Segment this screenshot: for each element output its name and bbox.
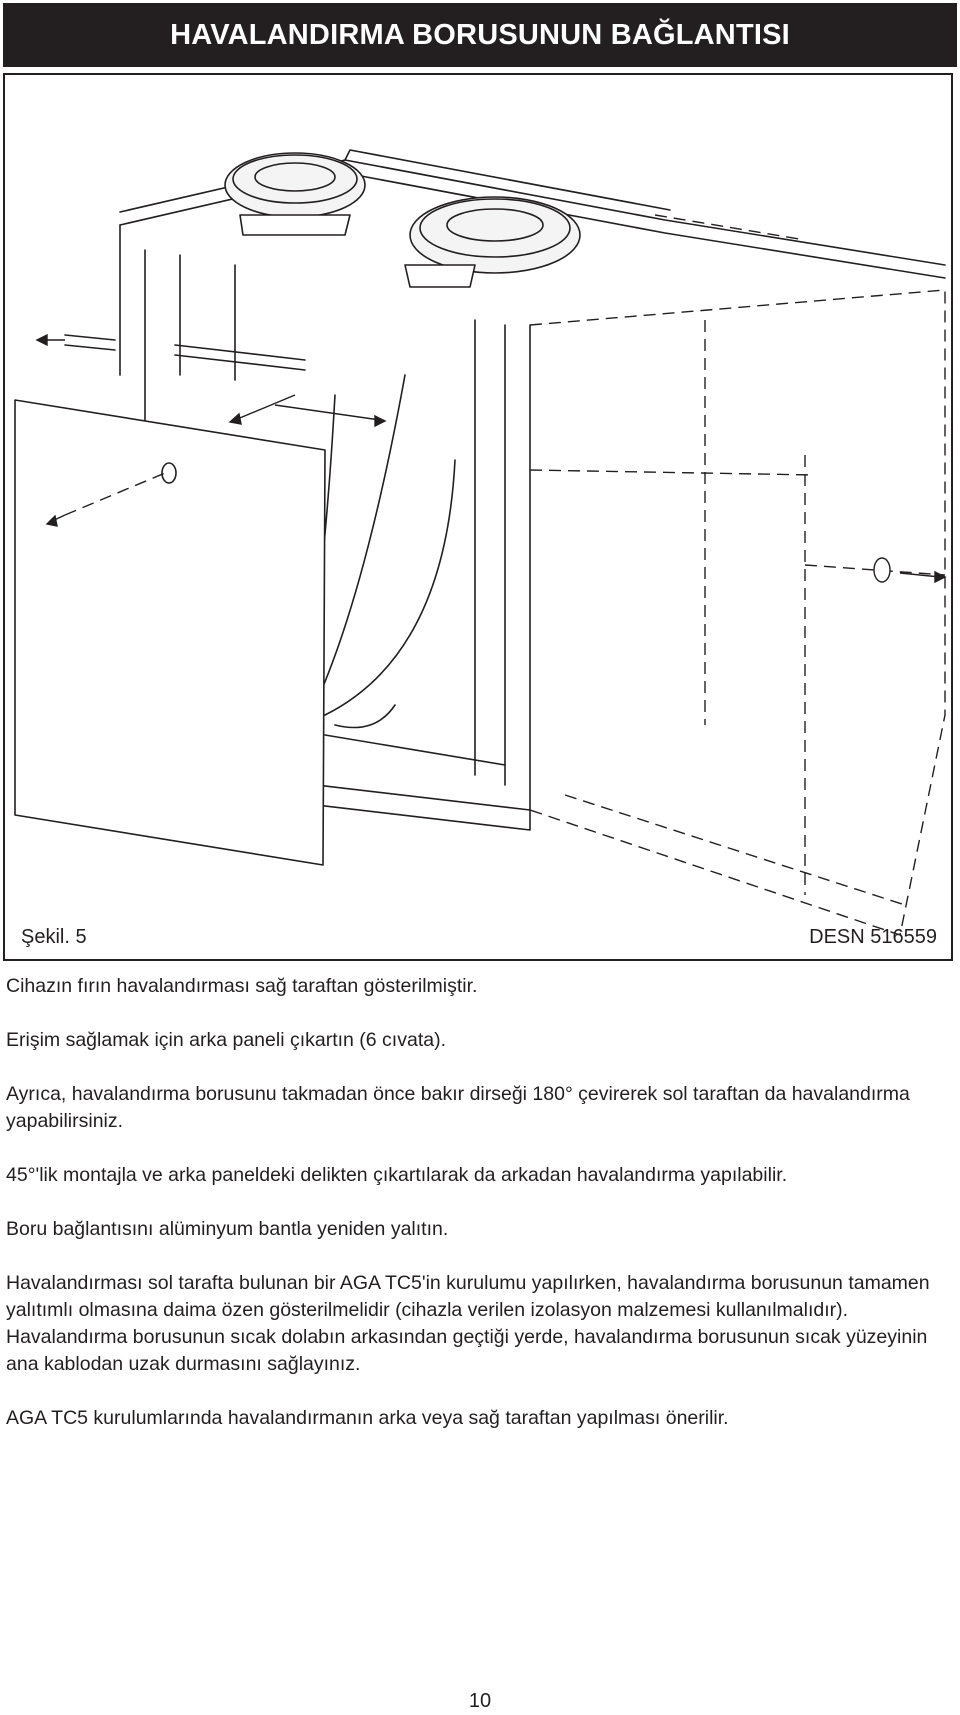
figure-panel: Şekil. 5 DESN 516559 bbox=[3, 73, 953, 961]
paragraph: Boru bağlantısını alüminyum bantla yenid… bbox=[6, 1218, 449, 1240]
page-number: 10 bbox=[468, 1690, 492, 1712]
paragraph: Erişim sağlamak için arka paneli çıkartı… bbox=[6, 1029, 446, 1051]
paragraph: 45°'lik montajla ve arka paneldeki delik… bbox=[6, 1164, 788, 1186]
vent-pipe bbox=[174, 344, 306, 371]
figure-reference: DESN 516559 bbox=[809, 926, 937, 948]
paragraph: Cihazın fırın havalandırması sağ tarafta… bbox=[6, 975, 478, 997]
paragraph: Havalandırması sol tarafta bulunan bir A… bbox=[6, 1272, 930, 1375]
paragraph: Ayrıca, havalandırma borusunu takmadan ö… bbox=[6, 1083, 910, 1132]
paragraph: AGA TC5 kurulumlarında havalandırmanın a… bbox=[6, 1407, 729, 1429]
cooker-vent-diagram bbox=[14, 149, 947, 936]
phantom-cabinet bbox=[529, 289, 946, 936]
arrow-left bbox=[35, 333, 48, 347]
rear-panel bbox=[14, 399, 326, 866]
page-title: HAVALANDIRMA BORUSUNUN BAĞLANTISI bbox=[3, 3, 957, 67]
instructions-text: Cihazın fırın havalandırması sağ tarafta… bbox=[6, 973, 952, 1459]
figure-caption: Şekil. 5 bbox=[21, 926, 87, 948]
hotplate-lid-right bbox=[409, 196, 581, 274]
